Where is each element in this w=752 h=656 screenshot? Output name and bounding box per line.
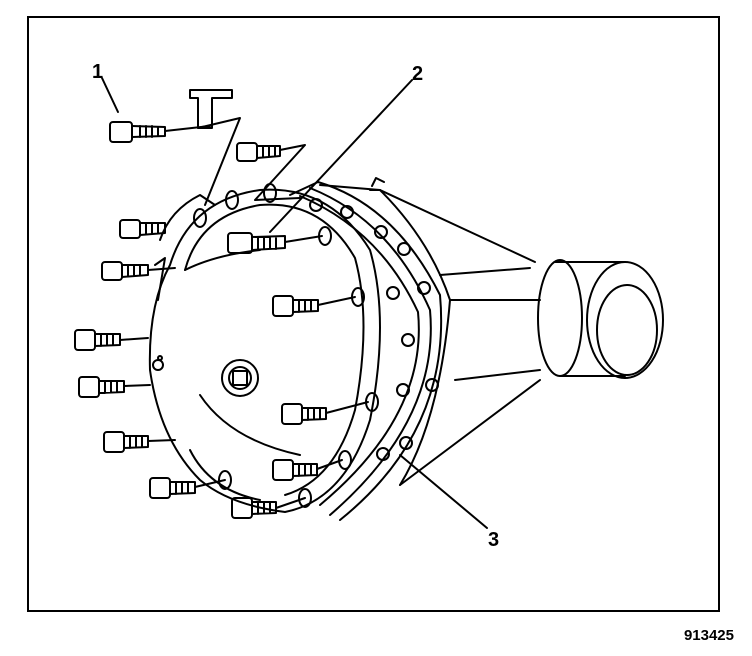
bolt-left-1 xyxy=(119,219,166,239)
bolt-left-3 xyxy=(74,329,149,351)
callout-3: 3 xyxy=(488,529,499,551)
bolt-center-3 xyxy=(272,459,343,481)
leader-lines xyxy=(101,77,488,529)
callout-1: 1 xyxy=(92,61,103,83)
bolt-center-1 xyxy=(272,295,356,317)
figure-number: 913425 xyxy=(683,627,734,644)
bolt-left-5 xyxy=(103,431,176,453)
cover-bolts xyxy=(74,121,369,519)
callout-2: 2 xyxy=(412,63,423,85)
bolt-center-2 xyxy=(281,401,369,425)
bolt-1 xyxy=(109,121,211,143)
flange-bolt-holes xyxy=(309,198,439,461)
cover-bolt-holes xyxy=(193,183,379,508)
diagram-frame xyxy=(27,16,720,612)
bracket xyxy=(189,89,241,206)
axle-tube xyxy=(537,259,664,379)
bolt-bottom-1 xyxy=(149,477,226,499)
bolt-top-a xyxy=(236,142,306,201)
stud-2 xyxy=(227,232,323,254)
carrier-flange xyxy=(289,177,443,521)
bolt-left-2 xyxy=(101,261,176,281)
cover-gasket xyxy=(154,194,261,501)
bolt-bottom-2 xyxy=(231,497,306,519)
bolt-left-4 xyxy=(78,376,151,398)
